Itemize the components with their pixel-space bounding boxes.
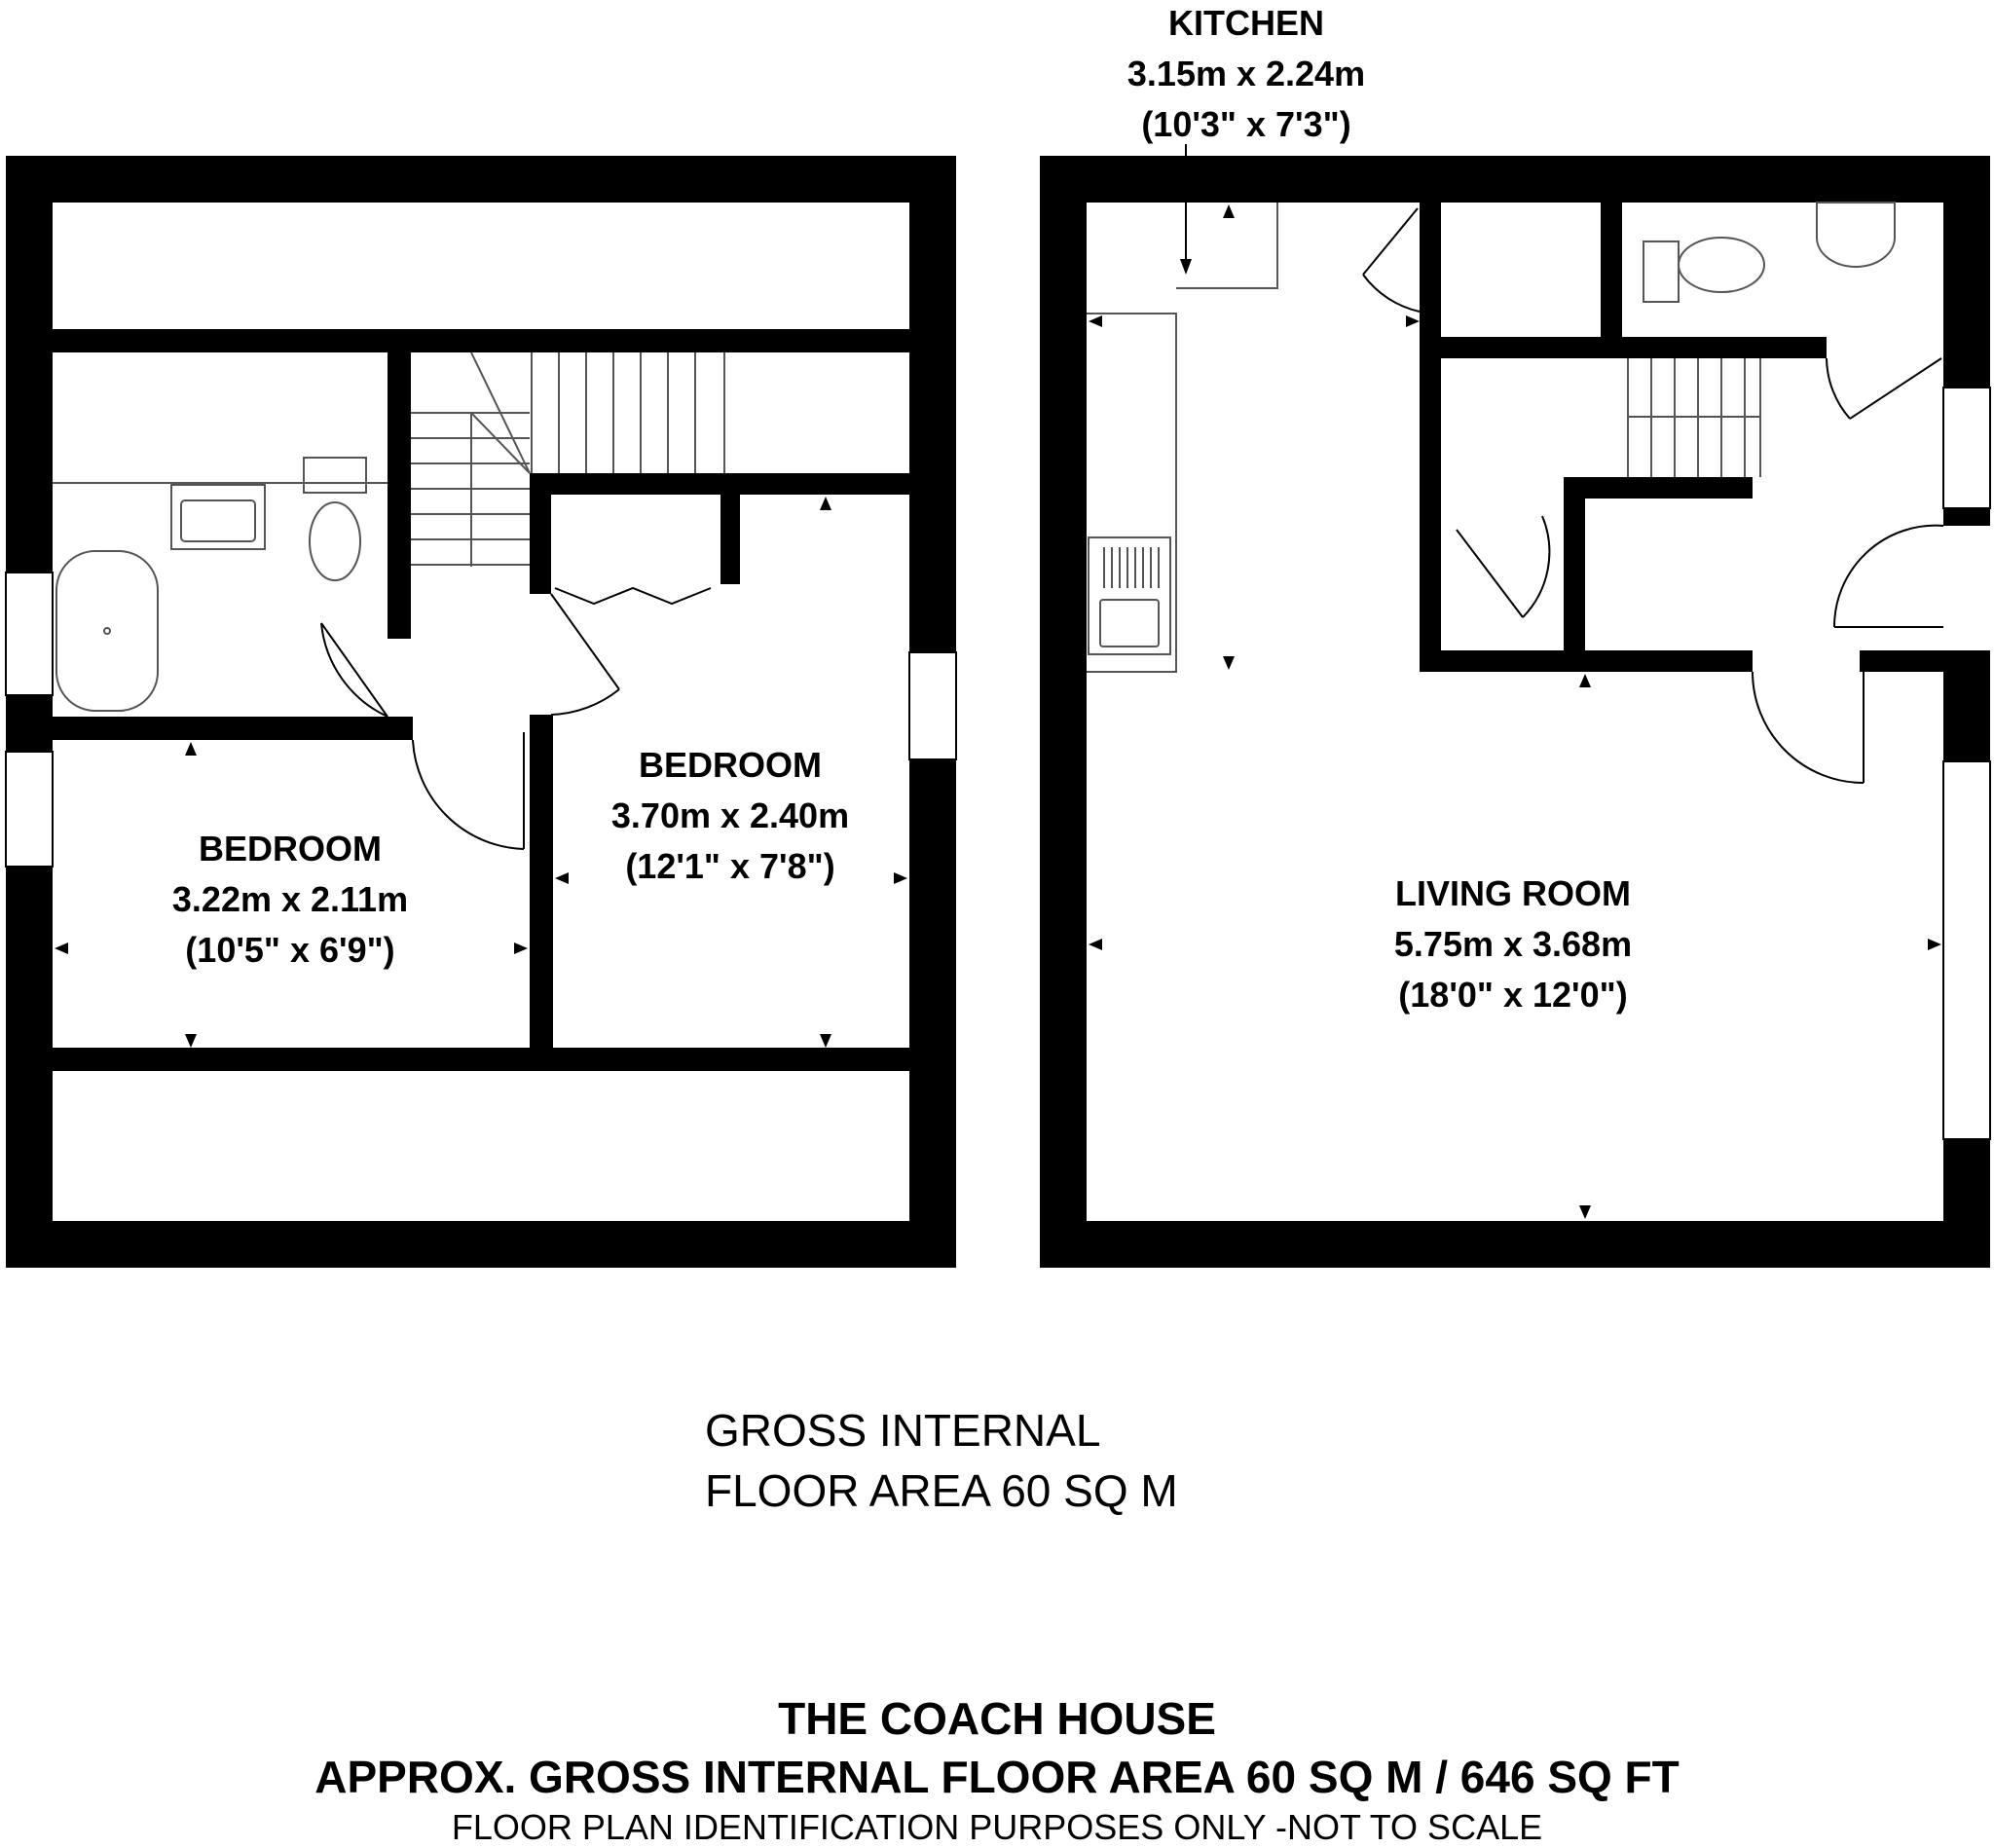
- dim-arrow-kitchen-bottom: [1223, 656, 1235, 670]
- cloakroom-toilet-cistern: [1643, 240, 1680, 303]
- ground-floor-outer-wall-bottom: [1040, 1221, 1990, 1268]
- window-living-room: [1942, 760, 1991, 1140]
- eaves-wall-bottom: [53, 1048, 909, 1071]
- first-floor-plan: [5, 156, 957, 1268]
- property-title: THE COACH HOUSE: [778, 1693, 1216, 1744]
- living-room-name: LIVING ROOM: [1395, 873, 1631, 913]
- ground-floor-outer-wall-left: [1040, 156, 1087, 1268]
- toilet-icon: [309, 501, 361, 581]
- dim-arrow-kitchen-right: [1406, 315, 1420, 327]
- wardrobe-wall-left: [530, 473, 551, 594]
- bedroom-right-name: BEDROOM: [639, 745, 822, 785]
- ground-floor-stairs-icon: [1627, 358, 1761, 477]
- bedroom-right-imperial: (12'1" x 7'8"): [625, 846, 835, 886]
- bedroom-door-icon: [550, 593, 620, 716]
- kitchen-leader-arrow: [1180, 144, 1192, 275]
- dim-arrow-living-bottom: [1579, 1205, 1591, 1219]
- dim-arrow-living-left: [1089, 939, 1102, 950]
- dim-arrow-bed-right-top: [820, 497, 831, 510]
- living-room-door-icon: [1752, 671, 1865, 784]
- cupboard-wall-right: [1564, 477, 1585, 672]
- bedroom-divider-wall: [530, 715, 553, 1050]
- dim-arrow-living-top: [1579, 674, 1591, 687]
- kitchen-label: KITCHEN 3.15m x 2.24m (10'3" x 7'3"): [1127, 0, 1365, 150]
- first-floor-stairs-icon: [411, 351, 725, 567]
- front-door-opening: [1943, 526, 1990, 650]
- bathroom-wall-right: [388, 352, 411, 639]
- window-cloakroom: [1942, 387, 1991, 509]
- bedroom-right-metric: 3.70m x 2.40m: [610, 795, 850, 835]
- living-room-imperial: (18'0" x 12'0"): [1398, 975, 1628, 1015]
- bedroom-left-metric: 3.22m x 2.11m: [171, 879, 409, 919]
- living-room-label: LIVING ROOM 5.75m x 3.68m (18'0" x 12'0"…: [1394, 869, 1632, 1020]
- dim-arrow-bed-right-left: [555, 872, 569, 884]
- wardrobe-doors-icon: [554, 586, 712, 606]
- cupboard-door-icon: [1456, 515, 1551, 618]
- gross-internal-line2: FLOOR AREA 60 SQ M: [705, 1465, 1178, 1516]
- sink-drainer-icon: [1103, 547, 1160, 588]
- kitchen-store-door-icon: [1362, 207, 1421, 313]
- bedroom-left-name: BEDROOM: [198, 829, 382, 869]
- kitchen-imperial: (10'3" x 7'3"): [1141, 104, 1351, 144]
- sink-basin: [180, 499, 256, 542]
- disclaimer-note: FLOOR PLAN IDENTIFICATION PURPOSES ONLY …: [451, 1807, 1543, 1847]
- living-room-metric: 5.75m x 3.68m: [1393, 924, 1633, 964]
- first-floor-outer-wall-top: [6, 156, 956, 203]
- dim-arrow-kitchen-top: [1223, 204, 1235, 218]
- bathroom-wall-bottom: [53, 717, 413, 740]
- kitchen-name: KITCHEN: [1168, 3, 1324, 43]
- window-bedroom-left: [5, 751, 54, 868]
- hall-wall: [1860, 650, 1943, 672]
- first-floor-fixtures: [53, 351, 725, 850]
- landing-door-icon: [412, 732, 525, 850]
- total-floor-area: APPROX. GROSS INTERNAL FLOOR AREA 60 SQ …: [314, 1752, 1680, 1802]
- bedroom-left-imperial: (10'5" x 6'9"): [185, 930, 395, 970]
- bath-icon: [55, 550, 159, 712]
- window-bedroom-right: [908, 651, 957, 760]
- stairs-wall-bottom: [1420, 650, 1753, 672]
- bedroom-wall-top: [530, 473, 909, 495]
- cloakroom-wall-left: [1601, 203, 1622, 356]
- sink-icon: [170, 484, 266, 550]
- kitchen-sink-basin: [1099, 599, 1160, 647]
- cloakroom-basin-icon: [1816, 202, 1896, 268]
- eaves-wall-top: [53, 329, 909, 352]
- dimension-markers: [55, 204, 1941, 1219]
- dim-arrow-living-right: [1928, 939, 1941, 950]
- first-floor-outer-wall-left: [6, 156, 53, 1268]
- dim-arrow-bed-left-left: [55, 942, 68, 954]
- bath-drain: [103, 627, 111, 635]
- kitchen-counter: [1087, 313, 1177, 673]
- first-floor-outer-wall-bottom: [6, 1221, 956, 1268]
- ground-floor-outer-wall-top: [1040, 156, 1990, 203]
- dim-arrow-kitchen-left: [1089, 315, 1102, 327]
- kitchen-counter-top: [1176, 203, 1278, 289]
- ground-floor-plan: [1040, 156, 1991, 1268]
- cupboard-wall-top: [1564, 477, 1753, 499]
- dim-arrow-bed-left-top: [185, 742, 197, 756]
- cloakroom-wall-bottom: [1420, 337, 1827, 358]
- cloakroom-toilet-icon: [1678, 237, 1765, 293]
- window-bathroom: [5, 572, 54, 696]
- front-door-icon: [1832, 524, 1944, 628]
- ground-floor-fixtures: [1087, 202, 1944, 784]
- dim-arrow-bed-right-bottom: [820, 1034, 831, 1048]
- dim-arrow-bed-right-right: [894, 872, 907, 884]
- bedroom-left-label: BEDROOM 3.22m x 2.11m (10'5" x 6'9"): [172, 824, 408, 976]
- kitchen-sink-icon: [1088, 536, 1171, 655]
- dim-arrow-bed-left-bottom: [185, 1034, 197, 1048]
- kitchen-metric: 3.15m x 2.24m: [1126, 54, 1366, 93]
- gross-internal-line1: GROSS INTERNAL: [705, 1405, 1101, 1456]
- stairs-wall-left: [1420, 203, 1441, 672]
- bedroom-right-label: BEDROOM 3.70m x 2.40m (12'1" x 7'8"): [611, 740, 849, 892]
- toilet-cistern: [303, 457, 367, 494]
- gross-internal-area: GROSS INTERNAL FLOOR AREA 60 SQ M: [705, 1400, 1178, 1521]
- bathroom-door-icon: [320, 622, 388, 718]
- cloakroom-door-icon: [1826, 357, 1942, 420]
- dim-arrow-bed-left-right: [514, 942, 528, 954]
- wardrobe-wall-right: [720, 495, 740, 584]
